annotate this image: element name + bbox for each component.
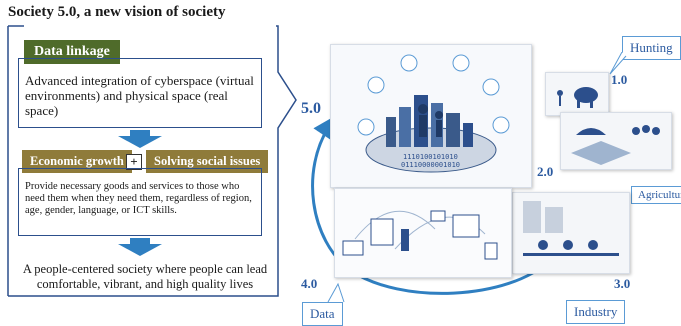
factory-icon bbox=[523, 201, 619, 256]
hunting-illustration bbox=[545, 72, 609, 116]
provide-text: Provide necessary goods and services to … bbox=[25, 181, 252, 216]
data-callout: Data bbox=[302, 302, 343, 326]
industry-illustration bbox=[512, 192, 630, 274]
data-callout-pointer bbox=[327, 282, 345, 303]
mammoth-icon bbox=[557, 87, 598, 108]
stage-3-label: 3.0 bbox=[614, 276, 631, 291]
economic-growth-tag: Economic growth bbox=[22, 150, 132, 173]
down-arrow-2 bbox=[118, 238, 162, 256]
data-linkage-text: Advanced integration of cyberspace (virt… bbox=[25, 73, 254, 118]
data-linkage-box: Advanced integration of cyberspace (virt… bbox=[18, 58, 262, 128]
svg-text:01110000001010: 01110000001010 bbox=[401, 161, 460, 169]
stage-5-label: 5.0 bbox=[301, 100, 321, 117]
stage-4-label: 4.0 bbox=[301, 276, 318, 291]
svg-text:1110100101010: 1110100101010 bbox=[403, 153, 458, 161]
smart-city-icon: 1110100101010 01110000001010 bbox=[357, 54, 510, 173]
plus-sign: + bbox=[126, 154, 142, 170]
solving-social-issues-tag: Solving social issues bbox=[146, 150, 269, 173]
down-arrow-1 bbox=[118, 130, 162, 148]
industry-callout: Industry bbox=[566, 300, 626, 324]
hunting-callout-pointer bbox=[609, 52, 627, 75]
hunting-callout: Hunting bbox=[622, 36, 681, 60]
left-frame bbox=[7, 25, 297, 297]
information-society-illustration bbox=[334, 188, 512, 278]
provide-box: Provide necessary goods and services to … bbox=[18, 168, 262, 236]
network-icon bbox=[342, 210, 498, 260]
stage-1-label: 1.0 bbox=[611, 72, 628, 87]
people-centered-text: A people-centered society where people c… bbox=[22, 262, 268, 291]
farm-icon bbox=[571, 125, 660, 165]
society-5-illustration: 1110100101010 01110000001010 bbox=[330, 44, 532, 188]
page-title: Society 5.0, a new vision of society bbox=[8, 4, 226, 20]
stage-2-label: 2.0 bbox=[537, 164, 554, 179]
agriculture-illustration bbox=[560, 112, 672, 170]
data-linkage-tag: Data linkage bbox=[24, 40, 120, 64]
agriculture-callout: Agriculture bbox=[631, 186, 681, 204]
